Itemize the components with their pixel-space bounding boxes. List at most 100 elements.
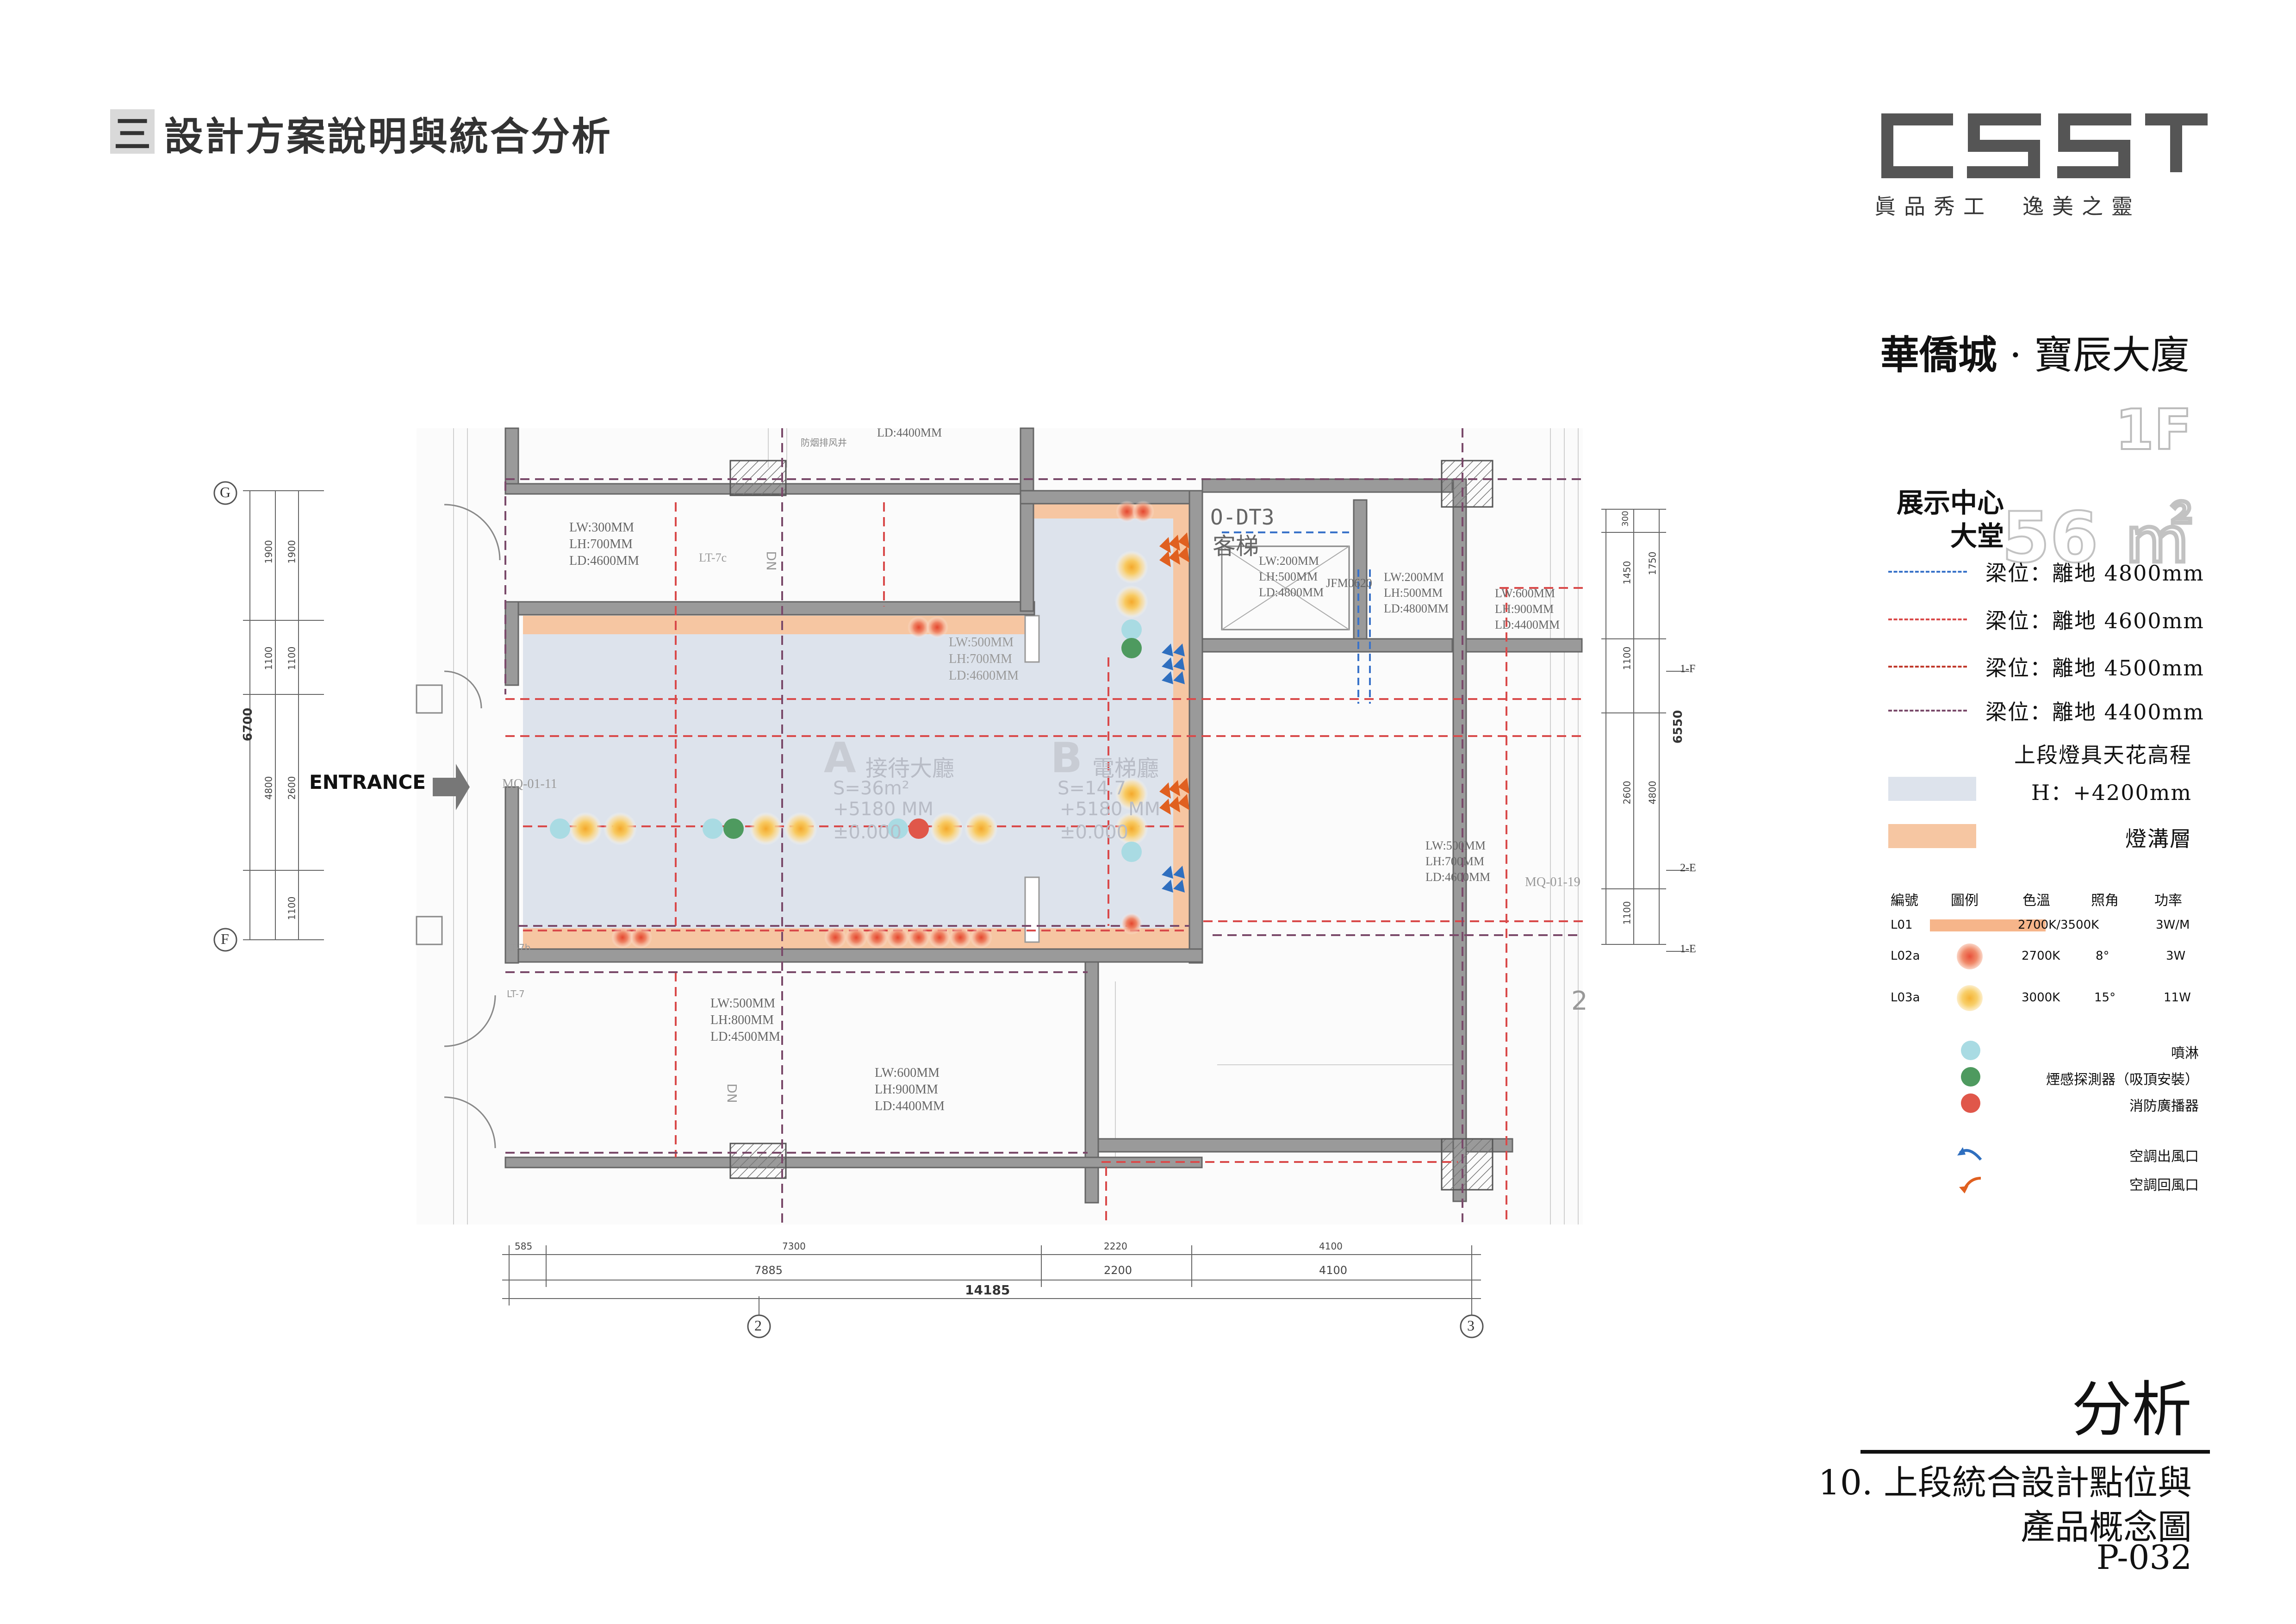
beam-annotation: LW:600MM xyxy=(1495,587,1555,600)
partial-grid-digit: 2 xyxy=(1571,986,1588,1016)
fire-speaker-label: 消防廣播器 xyxy=(2129,1098,2199,1114)
dim-right: 4800 xyxy=(1647,781,1658,805)
beam-annotation: LD:4600MM xyxy=(1425,870,1491,884)
project-name-sub: · 寶辰大廈 xyxy=(1997,332,2190,378)
legend-beam-4400: 梁位：離地 4400mm xyxy=(1888,694,2212,727)
beam-annotation: LD:4500MM xyxy=(710,1030,780,1044)
room-name-line1: 展示中心 xyxy=(1896,487,2004,518)
beam-annotation-group: LW:600MM LH:900MM LD:4400MM xyxy=(875,1065,945,1115)
lt-7-label: LT-7 xyxy=(507,988,525,999)
beam-annotation: LH:700MM xyxy=(949,652,1012,666)
beam-annotation: LH:900MM xyxy=(875,1082,938,1097)
fixture-code: L03a xyxy=(1891,991,1920,1005)
fixture-angle: 8° xyxy=(2096,949,2109,963)
table-header-angle: 照角 xyxy=(2091,893,2119,909)
dim-bottom: 4100 xyxy=(1319,1241,1343,1252)
sprinkler-symbol xyxy=(1961,1041,1980,1060)
dim-bottom: 7885 xyxy=(754,1264,783,1277)
zone-a-name: 接待大廳 xyxy=(865,756,955,781)
legend-beam-4800: 梁位：離地 4800mm xyxy=(1888,556,2212,588)
air-supply-label: 空調出風口 xyxy=(2129,1149,2199,1165)
legend-beam-label: 梁位：離地 4800mm xyxy=(1985,561,2204,586)
dim-right: 1450 xyxy=(1621,561,1633,585)
dim-bottom: 7300 xyxy=(782,1241,806,1252)
grid-label-2e: 2-E xyxy=(1680,862,1696,874)
air-supply-icon xyxy=(1957,1147,1982,1161)
lt-7b-label: LT-7b xyxy=(507,942,531,953)
legend-ceiling-label: 上段燈具天花高程 xyxy=(2014,743,2192,768)
legend-ceiling-value: H：+4200mm xyxy=(2031,780,2192,805)
floor-label: 1F xyxy=(2115,397,2193,463)
beam-annotation: LD:4600MM xyxy=(569,554,639,568)
dim-left: 2600 xyxy=(286,776,298,800)
beam-annotation: LW:200MM xyxy=(1259,554,1319,568)
lt-7c-label: LT-7c xyxy=(699,551,727,564)
project-name-main: 華僑城 xyxy=(1880,332,1997,378)
beam-annotation-group: LW:500MM LH:800MM LD:4500MM xyxy=(710,995,780,1045)
beam-annotation: LD:4400MM xyxy=(875,1099,945,1113)
beam-annotation: LH:500MM xyxy=(1259,570,1318,583)
dim-right-total: 6550 xyxy=(1671,710,1686,744)
legend-trough-swatch xyxy=(1888,824,1976,848)
beam-annotation-group: LW:200MM LH:500MM LD:4800MM xyxy=(1384,569,1449,617)
legend-beam-label: 梁位：離地 4400mm xyxy=(1985,700,2204,725)
beam-annotation: LH:800MM xyxy=(710,1013,774,1027)
beam-annotation: LD:4600MM xyxy=(949,668,1019,683)
dim-left: 1900 xyxy=(286,540,298,564)
zone-b-area: S=14.7 xyxy=(1058,778,1126,799)
beam-annotation-group: LW:500MM LH:700MM LD:4600MM xyxy=(949,634,1019,684)
zone-a-letter: A xyxy=(824,734,856,782)
beam-annotation: LW:300MM xyxy=(569,520,634,535)
beam-annotation-group: LW:600MM LH:900MM LD:4400MM xyxy=(1495,586,1560,633)
fixture-power: 3W xyxy=(2166,949,2186,963)
page-number: P-032 xyxy=(2096,1538,2192,1577)
smoke-detector-label: 煙感探測器（吸頂安裝） xyxy=(2046,1072,2199,1088)
sheet-title-line2: 產品概念圖 xyxy=(2021,1507,2192,1547)
beam-annotation: LD:4800MM xyxy=(1259,586,1324,599)
beam-annotation-group: LW:200MM LH:500MM LD:4800MM xyxy=(1259,553,1324,600)
room-name-line2: 大堂 xyxy=(1950,520,2004,552)
fixture-cct: 2700K/3500K xyxy=(2018,918,2099,932)
fixture-l01-symbol xyxy=(1930,919,2046,931)
elevator-code: O-DT3 xyxy=(1210,505,1275,530)
door-code: JFM0620 xyxy=(1326,576,1372,590)
company-logo xyxy=(1881,113,2208,178)
beam-annotation: LW:500MM xyxy=(710,996,775,1011)
project-title: 華僑城 · 寶辰大廈 xyxy=(1880,324,2190,380)
zone-b-ceiling-height: +5180 MM xyxy=(1060,799,1161,820)
beam-annotation-group: LW:300MM LH:700MM LD:4600MM xyxy=(569,519,639,569)
zone-a-floor-level: ±0.000 xyxy=(833,822,902,843)
stair-down-label: DN xyxy=(763,551,779,571)
dim-left: 1100 xyxy=(286,646,298,670)
fixture-l03a-symbol xyxy=(1957,985,1983,1011)
category-label: 分析 xyxy=(2071,1374,2192,1445)
fixture-l02a-symbol xyxy=(1957,943,1983,969)
dim-left: 4800 xyxy=(263,776,274,800)
legend-beam-4500: 梁位：離地 4500mm xyxy=(1888,650,2212,683)
section-number-box: 三 xyxy=(110,109,155,156)
beam-annotation: LW:200MM xyxy=(1384,570,1444,584)
legend-beam-label: 梁位：離地 4600mm xyxy=(1985,608,2204,633)
legend-ceiling-swatch xyxy=(1888,777,1976,801)
legend-beam-4600: 梁位：離地 4600mm xyxy=(1888,603,2212,636)
room-name: 展示中心 大堂 xyxy=(1879,486,2004,553)
wall-code-right: MQ-01-19 xyxy=(1525,875,1580,889)
legend-trough-label: 燈溝層 xyxy=(2125,826,2192,851)
fixture-angle: 15° xyxy=(2094,991,2116,1005)
logo-tagline: 眞品秀工 逸美之靈 xyxy=(1874,194,2141,219)
dim-right: 300 xyxy=(1620,511,1630,527)
wall-code-left: MQ-01-11 xyxy=(502,777,557,791)
dim-left: 1100 xyxy=(263,646,274,670)
dim-bottom: 2220 xyxy=(1104,1241,1127,1252)
dim-left: 1900 xyxy=(263,540,274,564)
smoke-detector-symbol xyxy=(1961,1067,1980,1087)
section-title: 設計方案說明與統合分析 xyxy=(164,113,613,159)
beam-annotation: LH:900MM xyxy=(1495,602,1554,616)
dim-bottom: 2200 xyxy=(1104,1264,1132,1277)
fixture-cct: 2700K xyxy=(2022,949,2060,963)
beam-annotation: LH:700MM xyxy=(569,537,633,551)
zone-b-floor-level: ±0.000 xyxy=(1060,822,1129,843)
beam-annotation-group: LW:500MM LH:700MM LD:4600MM xyxy=(1425,838,1490,885)
fixture-code: L02a xyxy=(1891,949,1920,963)
